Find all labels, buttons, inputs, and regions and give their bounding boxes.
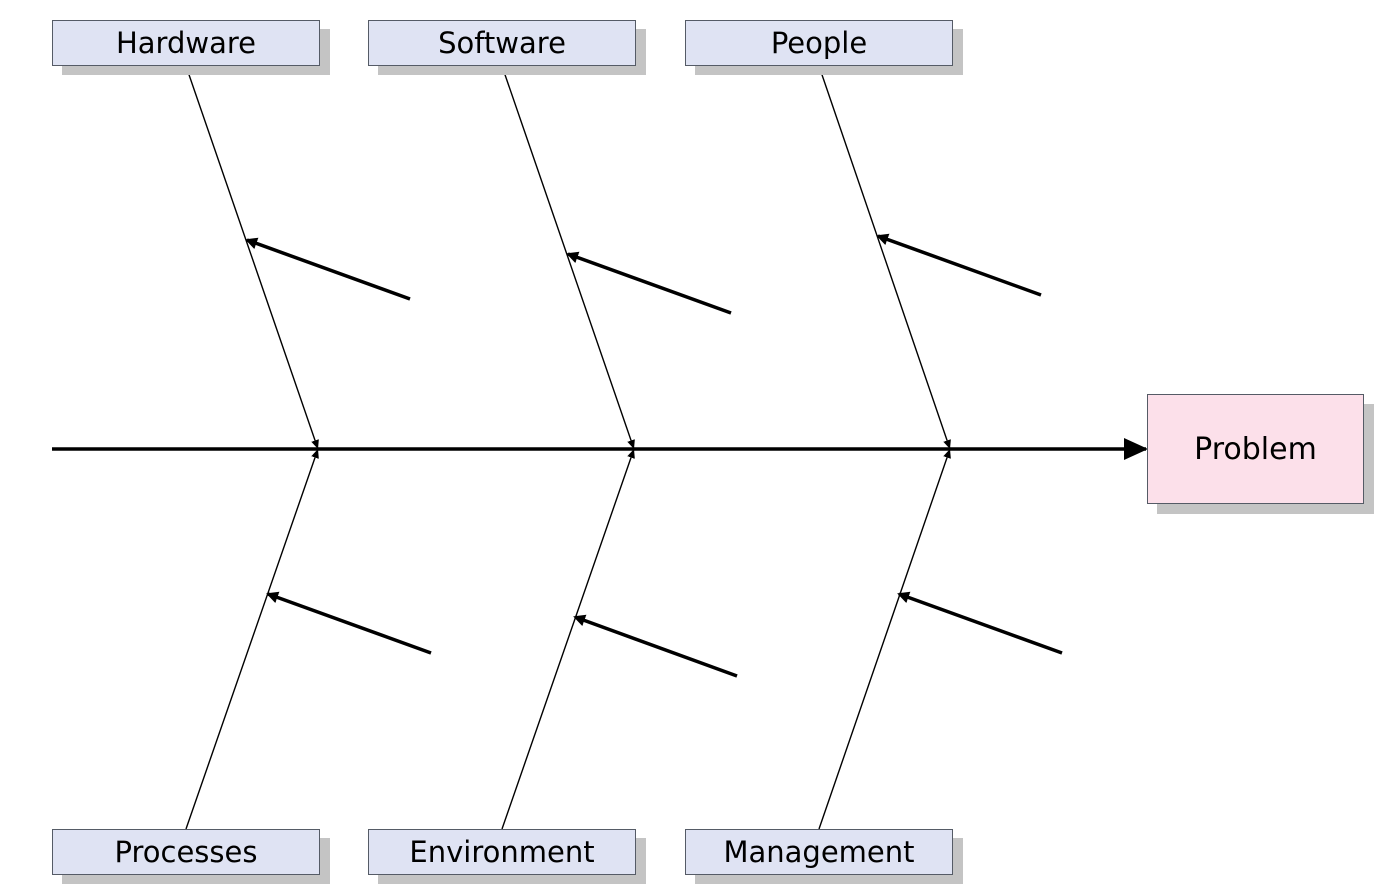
category-box-people: People (685, 20, 953, 66)
category-box-environment: Environment (368, 829, 636, 875)
category-label: Software (438, 26, 566, 60)
category-box-management: Management (685, 829, 953, 875)
category-box-hardware: Hardware (52, 20, 320, 66)
category-label: People (770, 26, 868, 60)
category-label: Environment (409, 835, 595, 869)
bone-line-software (501, 65, 635, 450)
sub-cause-arrow (266, 591, 432, 655)
bone-line-hardware (185, 65, 319, 450)
category-box-processes: Processes (52, 829, 320, 875)
sub-cause-arrow (897, 591, 1063, 655)
problem-box: Problem (1147, 394, 1364, 504)
category-box-software: Software (368, 20, 636, 66)
sub-cause-arrow (876, 233, 1042, 297)
sub-cause-arrow (573, 614, 738, 678)
category-label: Management (723, 835, 915, 869)
category-label: Processes (114, 835, 258, 869)
bone-line-environment (501, 448, 635, 830)
sub-cause-arrow (245, 237, 411, 301)
bone-line-processes (185, 448, 319, 830)
problem-label: Problem (1194, 431, 1317, 467)
category-label: Hardware (115, 26, 256, 60)
bone-line-management (818, 448, 951, 830)
sub-cause-arrow (566, 251, 732, 315)
bone-line-people (818, 65, 951, 450)
